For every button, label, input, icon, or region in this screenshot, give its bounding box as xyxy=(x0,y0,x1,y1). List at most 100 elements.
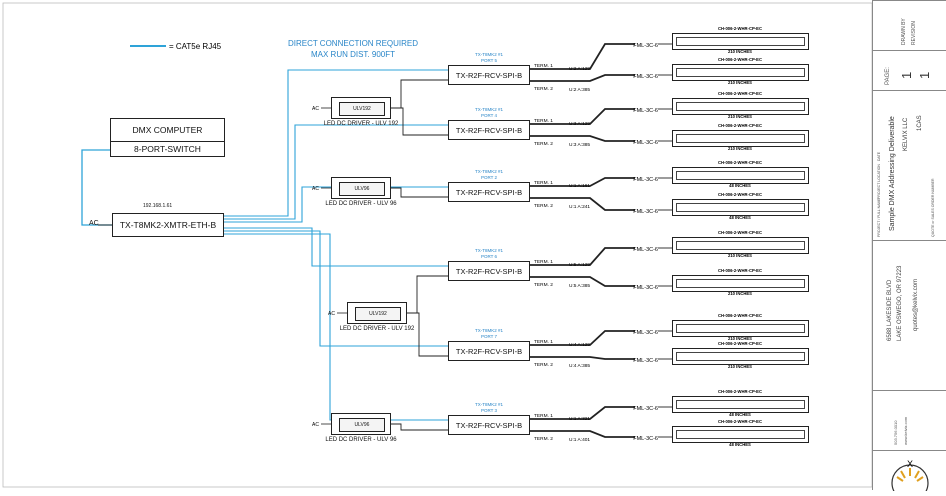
driver-label: LED DC DRIVER - ULV 192 xyxy=(339,326,415,332)
small-label-3: DATE xyxy=(877,151,881,161)
led-strip xyxy=(672,98,809,115)
driver-feed xyxy=(407,312,448,357)
address-2-label: U:5 A:385 xyxy=(569,283,590,289)
led-strip-channel xyxy=(676,68,805,77)
fixture-part: CH-006-2-WHR-CP-EC xyxy=(718,419,762,424)
connector-label: FML-3C-6 xyxy=(633,406,658,412)
output-term-1 xyxy=(530,43,635,70)
receiver-unit: TX-T8MK2 #1 xyxy=(475,169,504,174)
fixture-part: CH-006-2-WHR-CP-EC xyxy=(718,313,762,318)
output-term-1 xyxy=(530,330,635,346)
fixture-part: CH-006-2-WHR-CP-EC xyxy=(718,57,762,62)
svg-text:X: X xyxy=(907,459,913,469)
receiver-label: TX-R2F-RCV-SPI-B xyxy=(455,347,523,356)
title-block-address: 6588 LAKESIDE BLVD LAKE OSWEGO, OR 97223… xyxy=(873,240,946,390)
website: www.kelvix.com xyxy=(903,416,908,445)
phone: 503.756.0010 xyxy=(893,420,898,445)
receiver: TX-R2F-RCV-SPI-B xyxy=(448,261,530,281)
cat5e-run-4 xyxy=(224,227,448,267)
led-strip xyxy=(672,130,809,147)
driver-feed xyxy=(391,187,448,198)
led-strip-channel xyxy=(676,400,805,409)
switch-to-transmitter-cable xyxy=(81,149,112,226)
fixture-part: CH-006-2-WHR-CP-EC xyxy=(718,123,762,128)
term-1-label: TERM. 1 xyxy=(534,63,553,69)
drawing-code: 1CAS xyxy=(917,115,923,131)
connector-label: FML-3C-6 xyxy=(633,140,658,146)
receiver: TX-R2F-RCV-SPI-B xyxy=(448,341,530,361)
note-line-1: DIRECT CONNECTION REQUIRED xyxy=(288,39,418,48)
led-strip xyxy=(672,199,809,216)
fixture-part: CH-006-2-WHR-CP-EC xyxy=(718,192,762,197)
receiver-unit: TX-T8MK2 #1 xyxy=(475,402,504,407)
address-line-1: 6588 LAKESIDE BLVD xyxy=(887,279,893,341)
led-strip xyxy=(672,33,809,50)
receiver-label: TX-R2F-RCV-SPI-B xyxy=(455,188,523,197)
fixture-length: 210 INCHES xyxy=(728,114,752,119)
led-driver: ULV96 xyxy=(331,177,391,199)
connector-label: FML-3C-6 xyxy=(633,436,658,442)
connector-label: FML-3C-6 xyxy=(633,247,658,253)
receiver: TX-R2F-RCV-SPI-B xyxy=(448,415,530,435)
connector-label: FML-3C-6 xyxy=(633,43,658,49)
address-2-label: U:1 A:241 xyxy=(569,204,590,210)
network-switch: 8-PORT-SWITCH xyxy=(110,141,225,157)
receiver-port: PORT 3 xyxy=(481,408,498,413)
email: quotes@kelvix.com xyxy=(913,278,919,331)
driver-badge: ULV96 xyxy=(339,182,385,196)
led-strip-channel xyxy=(676,241,805,250)
term-2-label: TERM. 2 xyxy=(534,141,553,147)
fixture-part: CH-006-2-WHR-CP-EC xyxy=(718,230,762,235)
receiver-port: PORT 7 xyxy=(481,334,498,339)
company-name: KELVIX LLC xyxy=(903,117,909,151)
page-label: PAGE: xyxy=(885,67,891,85)
output-term-1 xyxy=(530,177,635,187)
led-strip-channel xyxy=(676,171,805,180)
address-1-label: U:3 A:129 xyxy=(569,121,590,127)
driver-badge: ULV192 xyxy=(355,307,401,321)
fixture-part: CH-006-2-WHR-CP-EC xyxy=(718,268,762,273)
transmitter: TX-T8MK2-XMTR-ETH-B xyxy=(112,213,224,237)
address-2-label: U:1 A:401 xyxy=(569,437,590,443)
receiver-label: TX-R2F-RCV-SPI-B xyxy=(455,126,523,135)
driver-feed xyxy=(391,107,448,136)
receiver: TX-R2F-RCV-SPI-B xyxy=(448,120,530,140)
term-1-label: TERM. 1 xyxy=(534,180,553,186)
driver-ac-label: AC xyxy=(312,422,319,428)
led-strip xyxy=(672,320,809,337)
title-block-rev: DRAWN BY REVISION xyxy=(873,0,946,50)
small-label-4: QUOTE or SALES ORDER NUMBER xyxy=(931,178,935,237)
address-2-label: U:2 A:385 xyxy=(569,87,590,93)
fixture-length: 210 INCHES xyxy=(728,80,752,85)
driver-ac-label: AC xyxy=(328,311,335,317)
driver-ac-label: AC xyxy=(312,106,319,112)
connector-label: FML-3C-6 xyxy=(633,108,658,114)
fixture-part: CH-006-2-WHR-CP-EC xyxy=(718,341,762,346)
fixture-length: 48 INCHES xyxy=(729,412,751,417)
fixture-length: 210 INCHES xyxy=(728,336,752,341)
rev-label-1: DRAWN BY xyxy=(901,18,907,45)
output-term-1 xyxy=(530,108,635,125)
driver-feed xyxy=(407,275,448,314)
receiver-unit: TX-T8MK2 #1 xyxy=(475,52,504,57)
output-term-2 xyxy=(530,276,635,287)
fixture-part: CH-006-2-WHR-CP-EC xyxy=(718,160,762,165)
output-term-2 xyxy=(530,430,635,438)
receiver-unit: TX-T8MK2 #1 xyxy=(475,107,504,112)
title-block-project: Sample DMX Addressing Deliverable KELVIX… xyxy=(873,90,946,240)
output-term-2 xyxy=(530,356,635,360)
address-1-label: U:1 A:161 xyxy=(569,183,590,189)
small-label-1: PROJECT / FULL NAME xyxy=(877,198,881,237)
address-1-label: U:4 A:129 xyxy=(569,342,590,348)
led-driver: ULV192 xyxy=(331,97,391,119)
driver-label: LED DC DRIVER - ULV 96 xyxy=(325,201,397,207)
output-term-2 xyxy=(530,135,635,142)
connector-label: FML-3C-6 xyxy=(633,285,658,291)
connector-label: FML-3C-6 xyxy=(633,358,658,364)
legend-label: = CAT5e RJ45 xyxy=(169,42,222,51)
led-strip xyxy=(672,275,809,292)
driver-badge: ULV192 xyxy=(339,102,385,116)
page-of: 1 xyxy=(917,71,932,79)
receiver-label: TX-R2F-RCV-SPI-B xyxy=(455,267,523,276)
output-term-1 xyxy=(530,247,635,266)
